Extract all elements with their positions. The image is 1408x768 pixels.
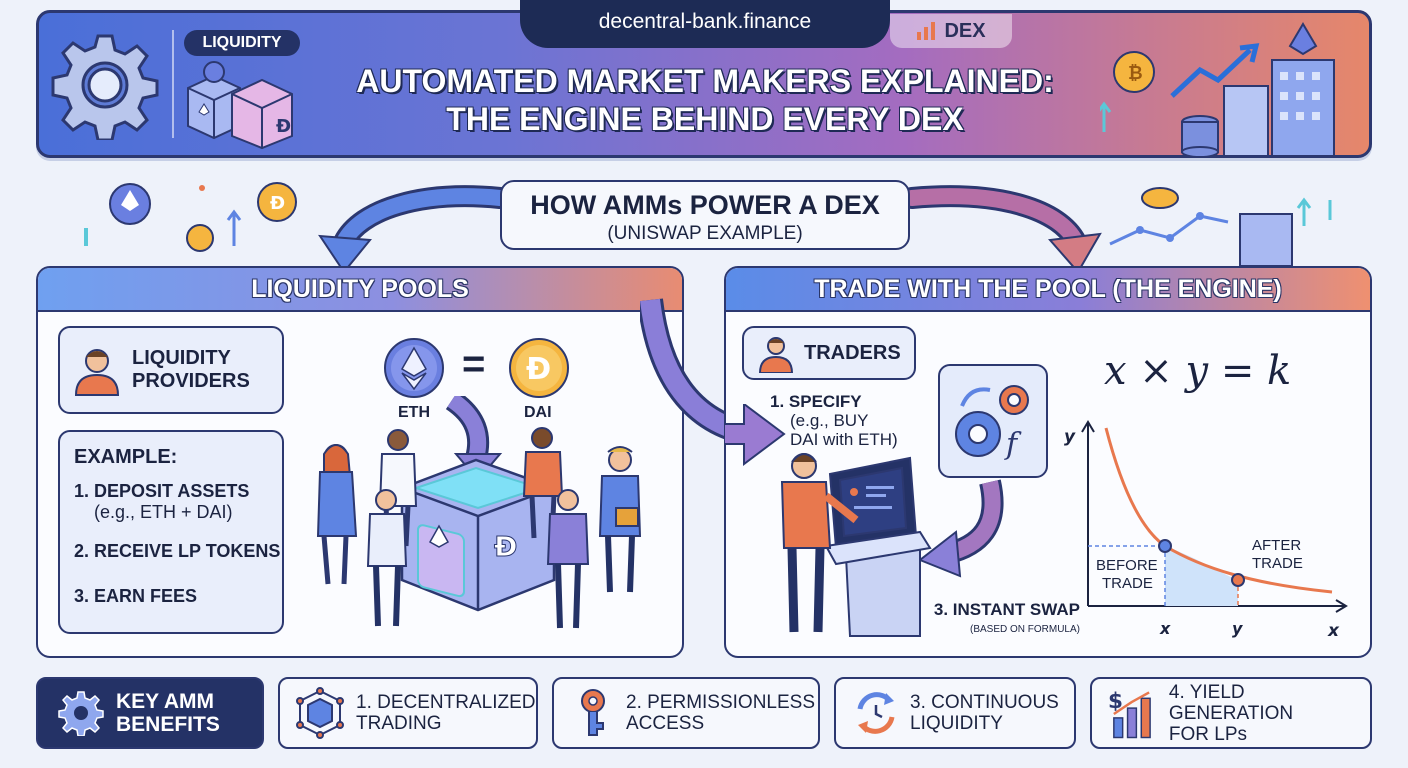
before-point bbox=[1158, 539, 1172, 553]
before-label-2: TRADE bbox=[1102, 575, 1153, 592]
svg-text:$: $ bbox=[1108, 689, 1123, 714]
trade-heading: TRADE WITH THE POOL (THE ENGINE) bbox=[726, 268, 1370, 312]
benefit-2-line-1: 2. PERMISSIONLESS bbox=[626, 692, 816, 713]
liquidity-pools-heading: LIQUIDITY POOLS bbox=[38, 268, 682, 312]
svg-text:Đ: Đ bbox=[270, 193, 285, 214]
trade-area bbox=[1165, 546, 1238, 606]
page-title: AUTOMATED MARKET MAKERS EXPLAINED: THE E… bbox=[330, 62, 1080, 138]
liquidity-providers-card: LIQUIDITY PROVIDERS bbox=[58, 326, 284, 414]
dollar-chart-icon: $ bbox=[1108, 689, 1151, 739]
benefit-continuous: 3. CONTINUOUS LIQUIDITY bbox=[834, 677, 1076, 749]
title-line-1: AUTOMATED MARKET MAKERS EXPLAINED: bbox=[356, 63, 1054, 99]
benefit-permissionless: 2. PERMISSIONLESS ACCESS bbox=[552, 677, 820, 749]
benefit-3-line-2: LIQUIDITY bbox=[910, 713, 1003, 734]
trade-step-1: 1. SPECIFY (e.g., BUY DAI with ETH) bbox=[770, 392, 898, 449]
after-point bbox=[1231, 573, 1245, 587]
key-benefits-label: KEY AMM BENEFITS bbox=[116, 690, 220, 736]
gear-icon bbox=[58, 691, 104, 736]
cycle-clock-icon bbox=[857, 692, 895, 734]
trader-terminal-illustration bbox=[780, 453, 1004, 637]
flow-arrows bbox=[318, 185, 1102, 274]
benefit-4-line-2: FOR LPs bbox=[1168, 723, 1248, 745]
benefit-4-label: 4. YIELD GENERATION FOR LPs bbox=[1169, 682, 1370, 745]
gears-icon: f bbox=[955, 385, 1029, 462]
trader-icon bbox=[758, 337, 794, 373]
dex-tab[interactable]: DEX bbox=[890, 14, 1012, 48]
liquidity-badge: LIQUIDITY bbox=[184, 30, 300, 56]
dai-coin-icon: Đ bbox=[509, 338, 569, 398]
formula-engine-card: f bbox=[938, 364, 1048, 478]
url-tab[interactable]: decentral-bank.finance bbox=[520, 0, 890, 48]
benefit-3-line-1: 3. CONTINUOUS bbox=[910, 692, 1059, 713]
liquidity-providers-label: LIQUIDITY PROVIDERS bbox=[132, 347, 250, 393]
tick-y-label: y bbox=[1232, 619, 1243, 638]
svg-text:Đ: Đ bbox=[276, 116, 291, 137]
traders-label: TRADERS bbox=[804, 341, 901, 364]
trade-step-1-sub-1: (e.g., BUY bbox=[790, 411, 869, 430]
dex-tab-label: DEX bbox=[944, 19, 986, 42]
example-step-1: 1. DEPOSIT ASSETS (e.g., ETH + DAI) bbox=[74, 481, 282, 523]
city-growth-illustration: ₿ bbox=[1100, 22, 1335, 156]
eth-coin-icon bbox=[384, 338, 444, 398]
header-divider bbox=[172, 30, 174, 138]
bonding-curve-chart: y x x y BEFORE TRADE AFTER TRADE bbox=[1064, 420, 1348, 641]
example-title: EXAMPLE: bbox=[74, 446, 178, 468]
equals-sign: = bbox=[462, 342, 486, 386]
svg-text:Đ: Đ bbox=[494, 530, 517, 563]
network-cube-icon bbox=[296, 687, 344, 739]
example-step-3: 3. EARN FEES bbox=[74, 586, 198, 606]
benefit-1-label: 1. DECENTRALIZED TRADING bbox=[356, 692, 535, 734]
gear-icon bbox=[51, 34, 159, 140]
key-icon bbox=[581, 689, 605, 736]
floating-coins-left: Đ bbox=[84, 182, 297, 252]
benefit-4-line-1: 4. YIELD GENERATION bbox=[1168, 681, 1294, 724]
trade-step-1-sub-2: DAI with ETH) bbox=[790, 430, 898, 449]
how-title: HOW AMMs POWER A DEX bbox=[530, 190, 880, 220]
benefit-1-line-2: TRADING bbox=[356, 713, 442, 734]
svg-text:₿: ₿ bbox=[1128, 63, 1143, 84]
title-line-2: THE ENGINE BEHIND EVERY DEX bbox=[446, 101, 964, 137]
key-benefits-badge: KEY AMM BENEFITS bbox=[36, 677, 264, 749]
before-label-1: BEFORE bbox=[1096, 557, 1158, 574]
floating-chart-right bbox=[1109, 187, 1332, 266]
how-amms-box: HOW AMMs POWER A DEX (UNISWAP EXAMPLE) bbox=[500, 180, 910, 250]
trade-step-1-label: 1. SPECIFY bbox=[770, 392, 862, 411]
trade-step-3: 3. INSTANT SWAP (BASED ON FORMULA) bbox=[930, 600, 1080, 635]
key-benefits-line-1: KEY AMM bbox=[116, 690, 215, 713]
liquidity-pool-illustration: Đ bbox=[316, 396, 642, 629]
benefit-2-line-2: ACCESS bbox=[626, 713, 705, 734]
benefit-1-line-1: 1. DECENTRALIZED bbox=[356, 692, 536, 713]
providers-line-2: PROVIDERS bbox=[132, 370, 250, 392]
example-card: EXAMPLE: 1. DEPOSIT ASSETS (e.g., ETH + … bbox=[58, 430, 284, 634]
providers-line-1: LIQUIDITY bbox=[132, 347, 231, 369]
svg-text:Đ: Đ bbox=[526, 352, 551, 387]
benefit-2-label: 2. PERMISSIONLESS ACCESS bbox=[626, 692, 815, 734]
benefit-3-label: 3. CONTINUOUS LIQUIDITY bbox=[910, 692, 1059, 734]
after-label-2: TRADE bbox=[1252, 555, 1303, 572]
key-benefits-line-2: BENEFITS bbox=[116, 713, 220, 736]
token-cubes-icon: Đ bbox=[187, 61, 293, 150]
person-icon bbox=[74, 349, 120, 396]
traders-card: TRADERS bbox=[742, 326, 916, 380]
example-step-1-label: 1. DEPOSIT ASSETS bbox=[74, 481, 250, 501]
y-axis-label: y bbox=[1064, 427, 1076, 447]
tick-x-label: x bbox=[1159, 619, 1171, 638]
example-step-1-sub: (e.g., ETH + DAI) bbox=[94, 502, 233, 522]
dai-label: DAI bbox=[524, 404, 552, 421]
benefit-yield: $ 4. YIELD GENERATION FOR LPs bbox=[1090, 677, 1372, 749]
y-axis bbox=[1081, 420, 1095, 606]
trade-step-3-sub: (BASED ON FORMULA) bbox=[969, 624, 1080, 635]
example-step-2: 2. RECEIVE LP TOKENS bbox=[74, 541, 281, 561]
x-axis-label: x bbox=[1327, 621, 1340, 641]
eth-label: ETH bbox=[398, 404, 430, 421]
amm-formula: x × y = k bbox=[1104, 348, 1292, 394]
how-subtitle: (UNISWAP EXAMPLE) bbox=[607, 223, 803, 244]
trade-step-3-label: 3. INSTANT SWAP bbox=[933, 600, 1080, 619]
benefit-decentralized: 1. DECENTRALIZED TRADING bbox=[278, 677, 538, 749]
flow-arrow-head bbox=[724, 404, 786, 466]
bar-chart-icon bbox=[917, 22, 936, 40]
after-label-1: AFTER bbox=[1252, 537, 1301, 554]
